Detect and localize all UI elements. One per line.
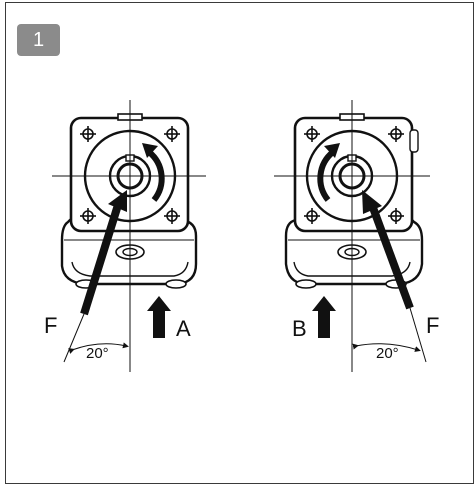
left-direction-arrow	[147, 296, 171, 338]
left-angle-label: 20°	[86, 345, 109, 362]
left-bolt-holes	[80, 126, 180, 224]
right-angle-label: 20°	[376, 345, 399, 362]
right-direction-label: B	[292, 316, 307, 341]
left-motor-unit: F 20° A	[44, 100, 206, 372]
right-direction-arrow	[312, 296, 336, 338]
right-centerlines	[274, 100, 430, 372]
step-number-badge: 1	[17, 24, 60, 56]
right-force-label: F	[426, 313, 439, 338]
left-force-label: F	[44, 313, 57, 338]
right-force-arrow	[362, 190, 414, 310]
left-force-arrow	[80, 190, 127, 316]
left-angle-indicator	[63, 313, 129, 363]
right-bolt-holes	[304, 126, 404, 224]
left-centerlines	[52, 100, 206, 372]
right-rotation-arrow	[317, 143, 340, 202]
right-motor-unit: B 20° F	[274, 100, 439, 372]
left-direction-label: A	[176, 316, 191, 341]
left-rotation-arrow	[142, 143, 165, 202]
right-angle-indicator	[352, 307, 427, 363]
